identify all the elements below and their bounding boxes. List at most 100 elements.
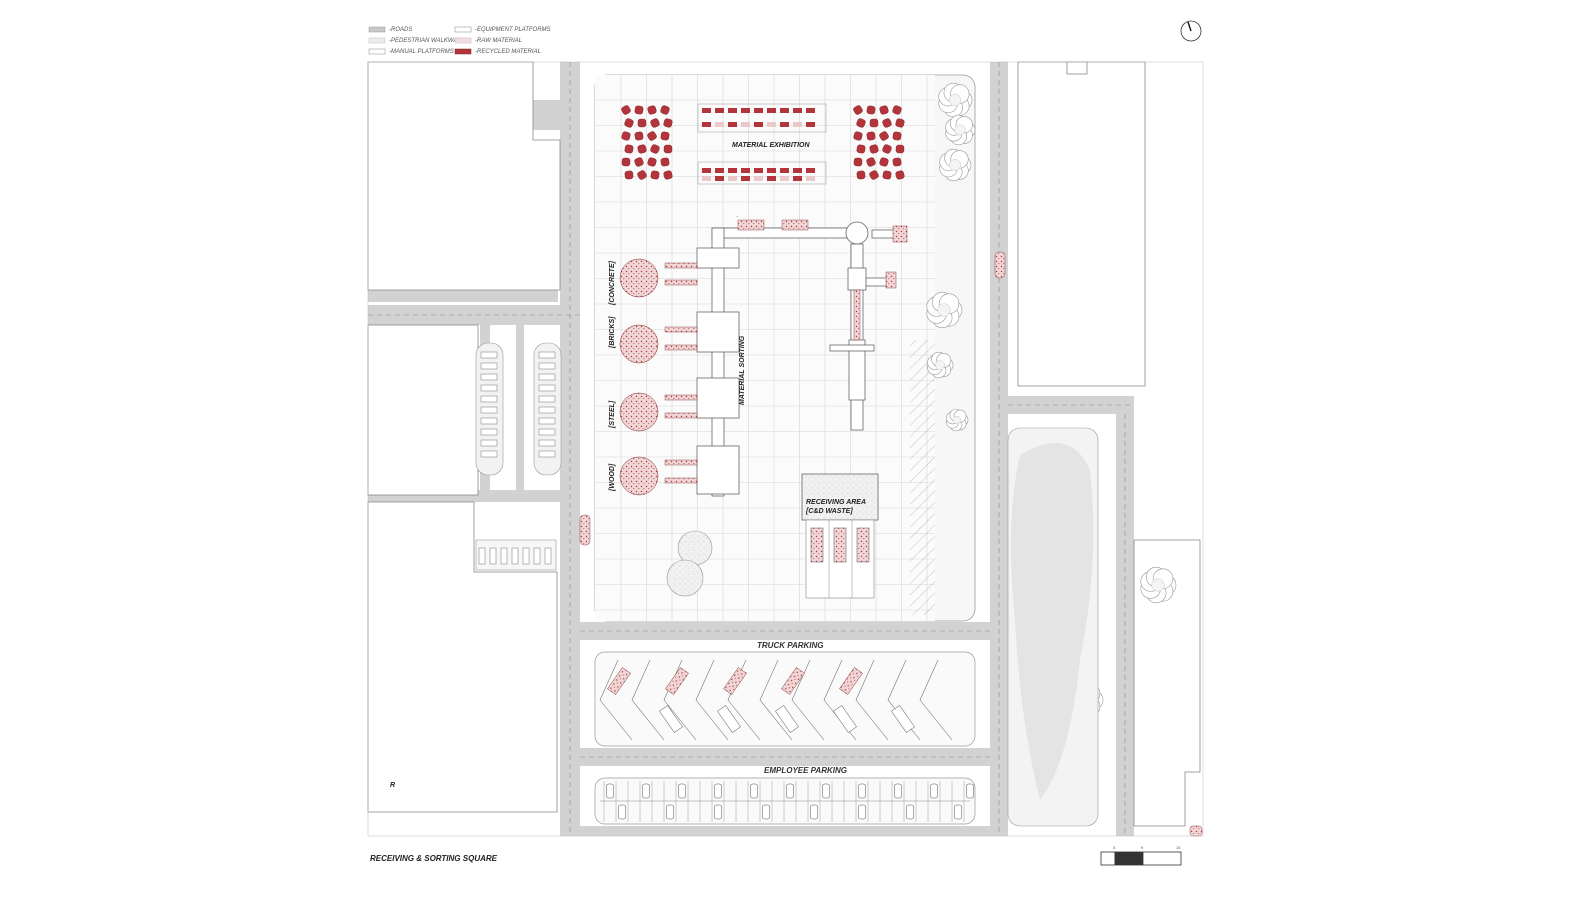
legend-equipment-platforms: -EQUIPMENT PLATFORMS [475, 27, 551, 33]
car-icon [480, 351, 498, 359]
svg-text:–: – [736, 213, 739, 218]
car-icon [480, 439, 498, 447]
material-label-concrete: [CONCRETE] [609, 260, 616, 306]
legend-manual-platforms: -MANUAL PLATFORMS [389, 49, 454, 55]
truck-icon [723, 667, 747, 695]
roadside-pile [579, 514, 591, 546]
steel-pile [619, 392, 659, 432]
car-icon [480, 384, 498, 392]
car-icon [858, 783, 866, 799]
legend-walkway: -PEDESTRIAN WALKWAY [389, 38, 462, 44]
west-car-stalls [478, 351, 556, 565]
car-icon [480, 373, 498, 381]
car-icon [666, 804, 674, 820]
car-icon [538, 384, 556, 392]
north-arrow-icon [1180, 20, 1202, 42]
truck-icon [775, 705, 799, 733]
car-icon [480, 362, 498, 370]
car-icon [954, 804, 962, 820]
truck-parking-lot [594, 651, 976, 747]
car-icon [538, 417, 556, 425]
truck-icon [659, 705, 683, 733]
truck-icon [839, 667, 863, 695]
tree-icon [666, 559, 704, 597]
car-icon [480, 406, 498, 414]
tree-icon [927, 351, 954, 379]
car-icon [538, 406, 556, 414]
car-icon [786, 783, 794, 799]
sorting-label: MATERIAL SORTING [739, 335, 746, 405]
neighbor-buildings [367, 61, 1201, 827]
legend-roads: -ROADS [389, 27, 412, 33]
car-icon [678, 783, 686, 799]
tree-icon [946, 408, 969, 432]
car-icon [538, 362, 556, 370]
car-icon [538, 439, 556, 447]
roadside-pile [994, 251, 1006, 279]
car-icon [906, 804, 914, 820]
tree-icon [1140, 566, 1177, 604]
car-icon [750, 783, 758, 799]
bricks-pile [619, 324, 659, 364]
truck-parking-label: TRUCK PARKING [757, 641, 824, 650]
building-mark: R [390, 782, 395, 789]
receiving-sorting-square [594, 74, 976, 622]
car-icon [538, 351, 556, 359]
east-landscape [1007, 427, 1099, 827]
truck-icon [781, 667, 805, 695]
material-labels: [CONCRETE] [BRICKS] [STEEL] [WOOD] [609, 260, 616, 492]
car-icon [714, 783, 722, 799]
truck-bays [599, 659, 953, 741]
scale-label-9: 9 [1141, 845, 1144, 850]
wood-pile [619, 456, 659, 496]
hatched-strip [910, 340, 935, 615]
car-icon [522, 547, 530, 565]
conveyor-belts-raw [664, 219, 908, 484]
car-icon [618, 804, 626, 820]
car-icon [894, 783, 902, 799]
employee-parking-label: EMPLOYEE PARKING [764, 766, 847, 775]
legend: -ROADS -PEDESTRIAN WALKWAY -MANUAL PLATF… [368, 26, 551, 55]
truck-icon [665, 667, 689, 695]
material-label-wood: [WOOD] [609, 463, 616, 492]
car-icon [930, 783, 938, 799]
car-icon [533, 547, 541, 565]
scale-bar: 5 9 15 [1100, 845, 1182, 866]
legend-raw-material: -RAW MATERIAL [475, 38, 522, 44]
car-icon [538, 373, 556, 381]
tree-icon [938, 82, 973, 118]
car-icon [478, 547, 486, 565]
car-icon [966, 783, 974, 799]
roadside-pile [1189, 825, 1203, 837]
car-icon [544, 547, 552, 565]
receiving-label-line1: RECEIVING AREA [806, 499, 866, 506]
car-icon [538, 395, 556, 403]
truck-icon [833, 705, 857, 733]
car-icon [489, 547, 497, 565]
tree-icon [945, 114, 976, 146]
car-icon [480, 428, 498, 436]
car-icon [511, 547, 519, 565]
car-icon [480, 417, 498, 425]
truck-icon [810, 527, 824, 563]
receiving-label-line2: [C&D WASTE] [805, 508, 853, 515]
car-icon [480, 450, 498, 458]
car-icon [538, 450, 556, 458]
material-label-steel: [STEEL] [609, 400, 616, 429]
truck-icon [891, 705, 915, 733]
employee-car-stalls [603, 781, 974, 822]
material-exhibition [621, 103, 905, 185]
car-icon [810, 804, 818, 820]
road-centerlines [368, 62, 1134, 836]
car-icon [538, 428, 556, 436]
material-piles [619, 258, 659, 496]
concrete-pile [619, 258, 659, 298]
site-boundary [367, 61, 1204, 837]
car-icon [500, 547, 508, 565]
car-icon [642, 783, 650, 799]
scale-label-15: 15 [1176, 845, 1181, 850]
truck-icon [833, 527, 847, 563]
truck-icon [607, 667, 631, 695]
material-label-bricks: [BRICKS] [609, 316, 616, 349]
